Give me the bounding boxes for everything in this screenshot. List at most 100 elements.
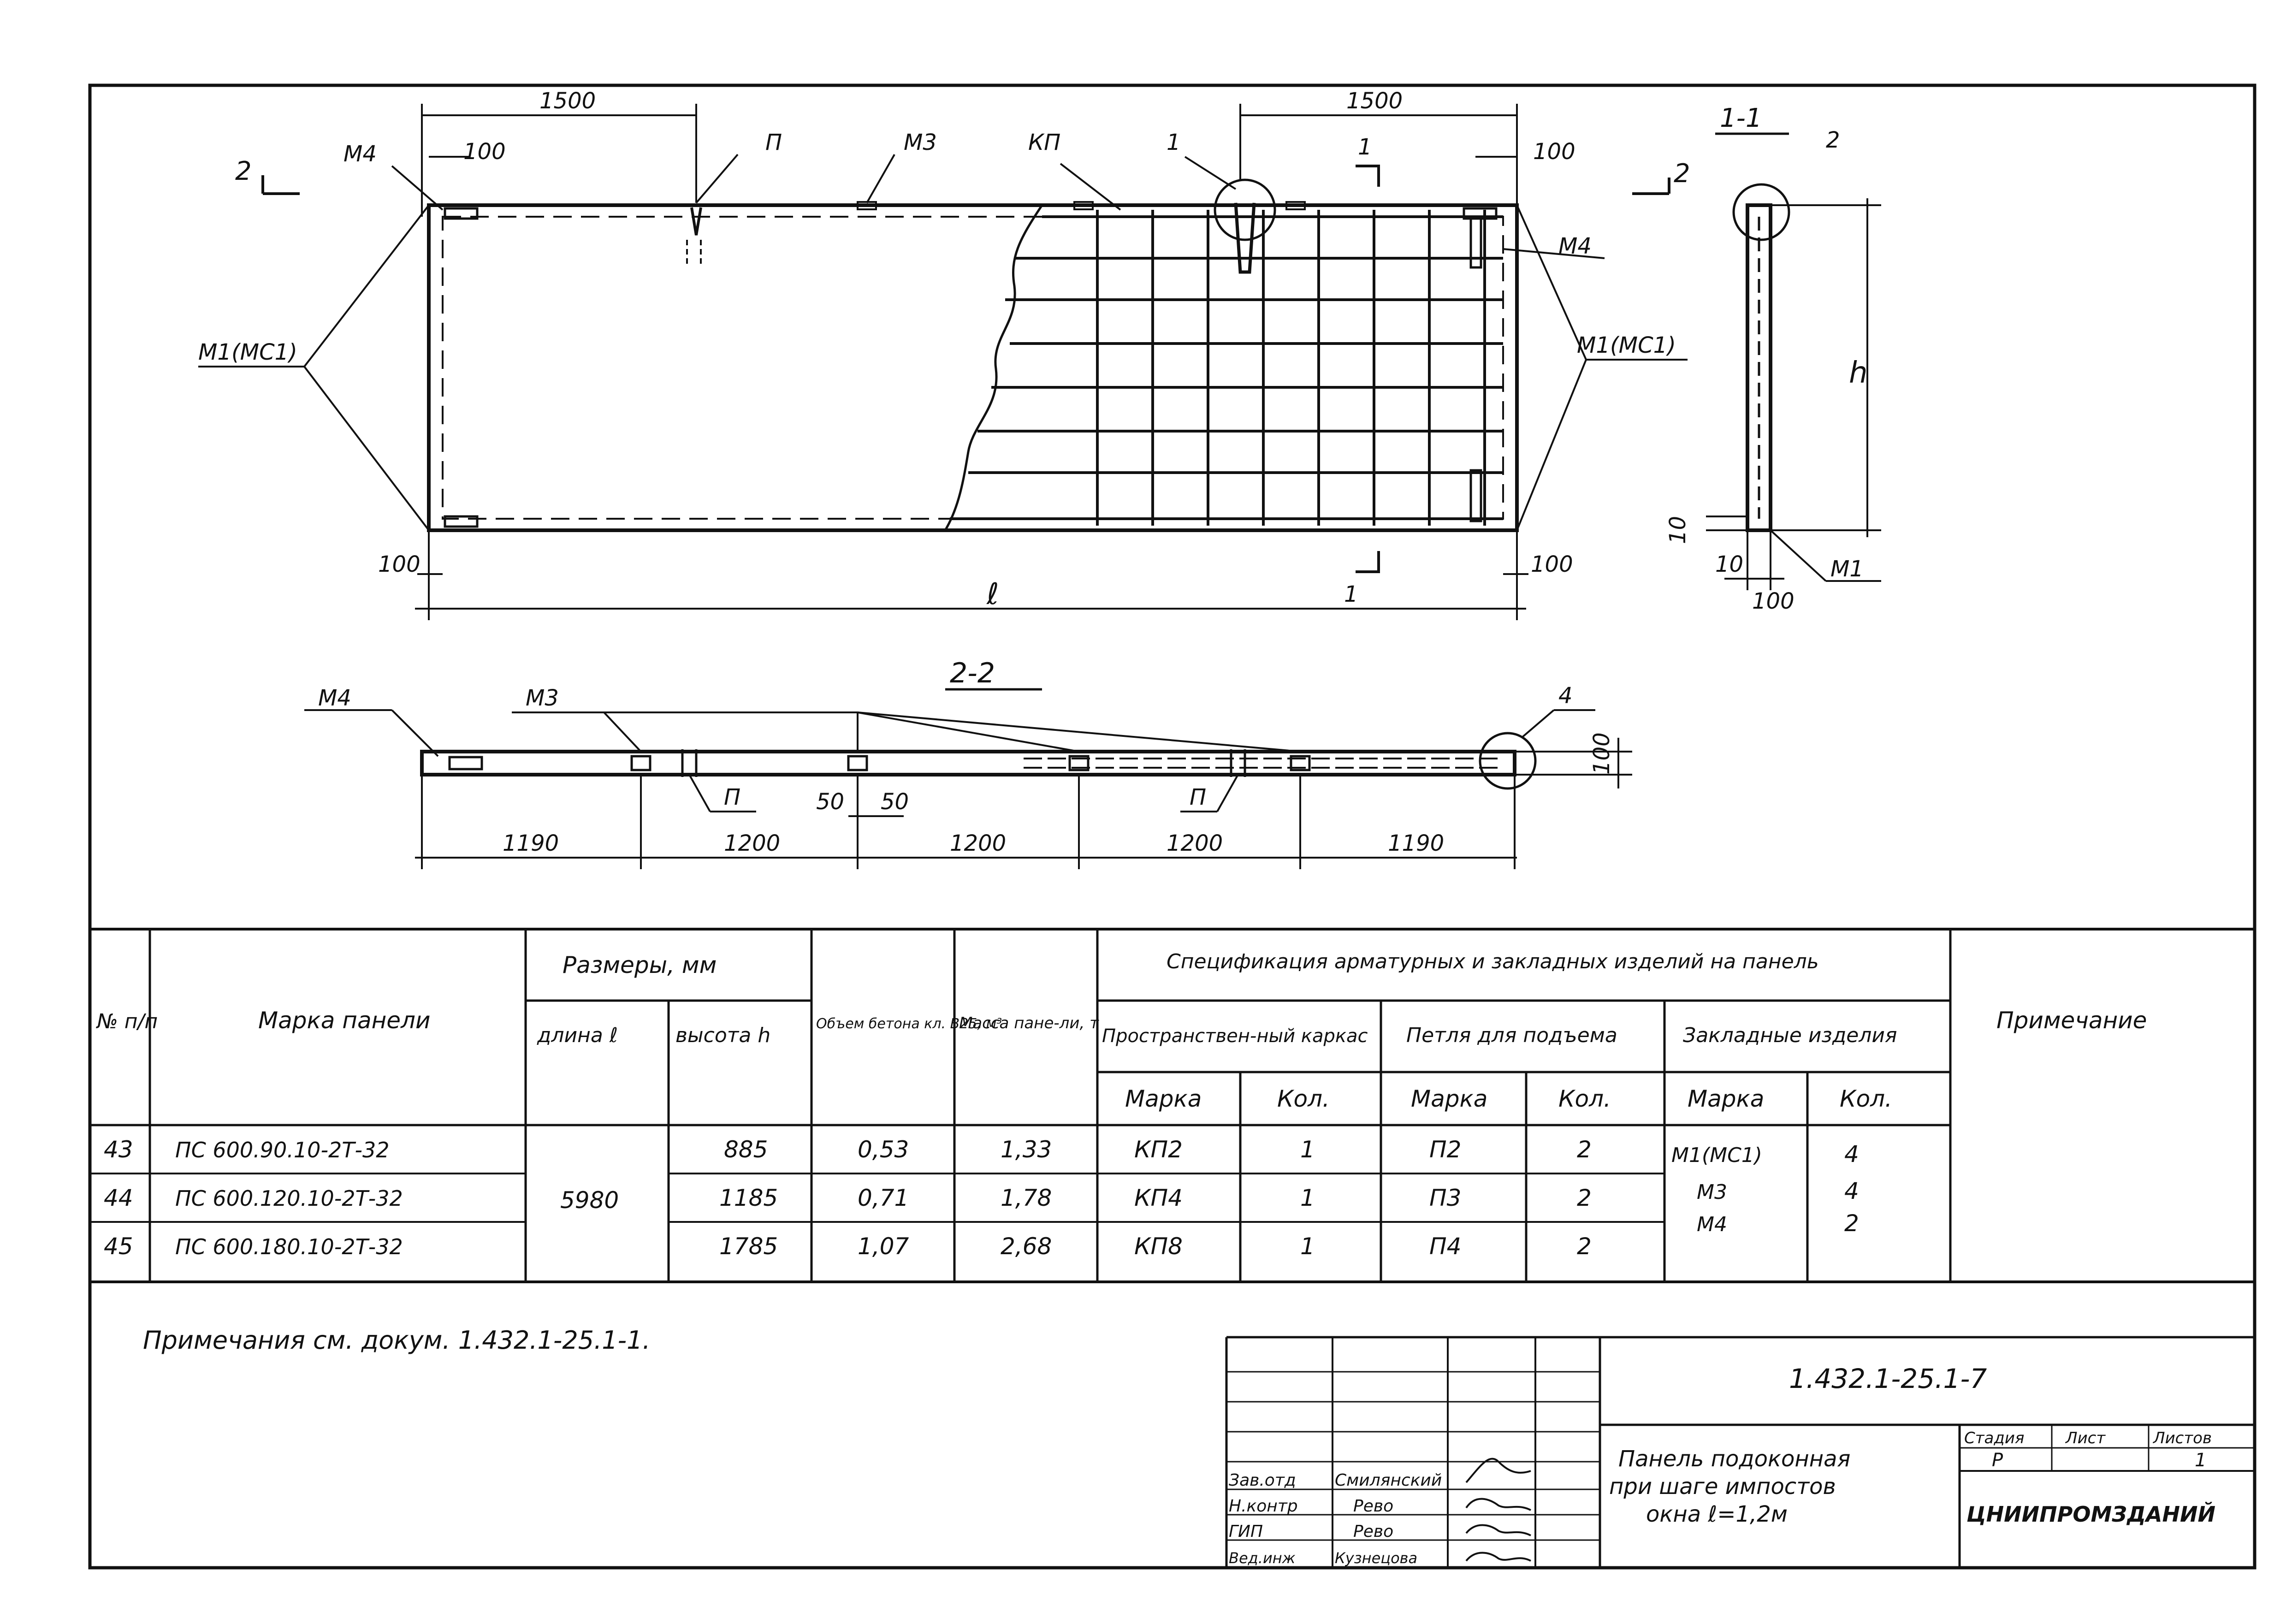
label-p-22a: П [724,784,740,810]
dim-100-br: 100 [1531,551,1573,577]
reinforcement-cage [950,210,1503,526]
section11-outline [1746,203,1772,532]
dim-100-22: 100 [1589,732,1615,775]
loop-left [690,207,702,236]
dim-10-b: 10 [1715,551,1743,577]
embed-mark-2: М3 [1697,1180,1727,1204]
drawing-text: 1500 1500 100 100 100 100 ℓ 1190 1200 12… [198,88,1868,856]
plate-m4-tl [444,207,479,220]
notes-text: Примечания см. докум. 1.432.1-25.1-1. [143,1326,651,1355]
spec-table-text: № п/п Марка панели Размеры, мм длина ℓ в… [95,950,2147,1260]
section-2-2 [304,688,1632,869]
row43-frame-mark: КП2 [1134,1136,1183,1163]
dim-1200-c: 1200 [1167,830,1223,856]
signer-role-1: Зав.отд [1229,1471,1296,1490]
row43-loop-qty: 2 [1577,1136,1592,1163]
label-section-1-1: 1-1 [1720,103,1762,133]
cut-mark-1-top [1356,165,1380,187]
row44-mass: 1,78 [1001,1185,1052,1211]
signer-role-4: Вед.инж [1229,1549,1296,1567]
label-cut1-bottom: 1 [1344,581,1358,607]
label-cut1-top: 1 [1358,134,1372,160]
dim-l: ℓ [986,577,999,611]
signature-3 [1465,1524,1531,1536]
dim-1500-right: 1500 [1346,88,1403,114]
row45-volume: 1,07 [858,1233,909,1260]
row44-frame-qty: 1 [1300,1185,1315,1211]
row45-mass: 2,68 [1001,1233,1052,1260]
callout-circle-2 [1732,183,1790,241]
row44-mark: ПС 600.120.10-2Т-32 [175,1186,403,1211]
panel-elevation [198,104,1688,620]
loop-right [1234,202,1256,274]
dim-50-a: 50 [816,789,844,815]
plate-right-1 [1285,201,1306,210]
org-name: ЦНИИПРОМЗДАНИЙ [1966,1502,2215,1527]
label-4-callout: 4 [1558,683,1573,709]
label-m4-right: М4 [1558,233,1592,259]
th-mark: Марка панели [258,1007,431,1034]
row45-loop-mark: П4 [1429,1233,1461,1260]
row43-loop-mark: П2 [1429,1136,1461,1163]
cell-length-shared: 5980 [560,1187,619,1214]
sheet-header: Лист [2065,1429,2106,1447]
th-num: № п/п [95,1010,158,1033]
dim-1190-left: 1190 [503,830,559,856]
label-cut2-right: 2 [1674,159,1690,189]
sheets-value: 1 [2195,1450,2206,1471]
label-m4-22: М4 [318,685,351,711]
th-height: высота h [675,1024,770,1047]
title-line3: окна ℓ=1,2м [1646,1501,1788,1527]
th-embed: Закладные изделия [1683,1024,1897,1047]
th-sizes: Размеры, мм [563,952,717,978]
label-m1-11: М1 [1830,556,1864,582]
dim-100-bl: 100 [378,551,420,577]
stage-header: Стадия [1964,1429,2024,1447]
stage-value: Р [1992,1450,2003,1471]
break-line [944,204,1043,531]
title-line2: при шаге импостов [1609,1474,1836,1500]
th-loop-qty: Кол. [1558,1085,1611,1112]
row44-loop-qty: 2 [1577,1185,1592,1211]
th-mass: Масса пане-ли, т [959,1014,1099,1032]
row43-volume: 0,53 [858,1136,909,1163]
row43-height: 885 [724,1136,768,1163]
dim-100-tl: 100 [463,139,506,165]
plate-m4-bl [444,515,479,528]
signer-name-4: Кузнецова [1335,1549,1417,1567]
dim-1190-right: 1190 [1388,830,1444,856]
label-cut2-left: 2 [235,156,252,186]
dim-1200-b: 1200 [950,830,1006,856]
row44-height: 1185 [719,1185,778,1211]
embed-mark-1: М1(МС1) [1671,1144,1762,1167]
row45-mark: ПС 600.180.10-2Т-32 [175,1234,403,1259]
row43-mark: ПС 600.90.10-2Т-32 [175,1138,390,1162]
label-p-top: П [765,130,782,155]
plate-tr-v [1469,215,1482,269]
row45-frame-qty: 1 [1300,1233,1315,1260]
th-frame-mark: Марка [1125,1085,1202,1112]
row45-num: 45 [104,1233,133,1260]
label-1-callout: 1 [1167,130,1181,155]
spec-table [90,928,2255,1283]
title-line1: Панель подоконная [1618,1446,1850,1472]
cut-mark-1-bottom [1356,551,1380,573]
embed-qty-1: 4 [1844,1141,1859,1168]
th-spec: Спецификация арматурных и закладных изде… [1167,950,1819,973]
section22-outline [420,750,1516,776]
th-length: длина ℓ [537,1024,618,1047]
th-volume: Объем бетона кл. B25, м³ [816,1016,1002,1032]
dim-h: h [1849,356,1868,390]
row44-num: 44 [104,1185,133,1211]
th-loop-mark: Марка [1411,1085,1487,1112]
signer-name-2: Рево [1353,1497,1393,1516]
cut-mark-2-right [1632,178,1670,195]
label-2-callout: 2 [1826,127,1840,153]
label-m1-left: М1(МС1) [198,339,297,365]
label-m1-right: М1(МС1) [1577,332,1676,358]
signer-name-1: Смилянский [1335,1471,1442,1490]
th-loop: Петля для подъема [1406,1024,1617,1047]
sheet-frame [88,83,2256,1570]
dim-1200-a: 1200 [724,830,780,856]
